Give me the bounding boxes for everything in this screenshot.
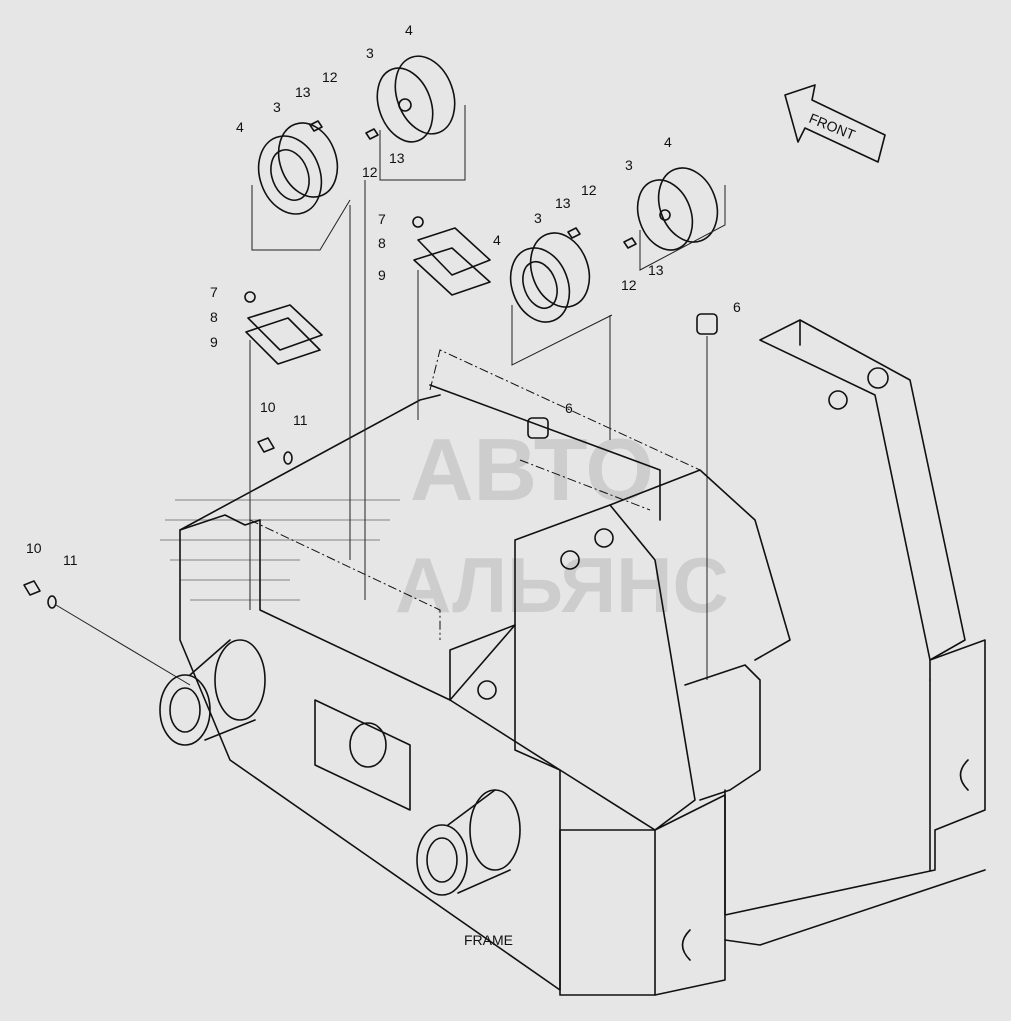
callout: 12 bbox=[362, 164, 378, 180]
callout: 13 bbox=[555, 195, 571, 211]
callout: 4 bbox=[493, 232, 501, 248]
flange-group-left bbox=[251, 120, 351, 251]
callout: 4 bbox=[405, 22, 413, 38]
flange-group-middle bbox=[509, 227, 613, 366]
figure-caption: FRAME bbox=[464, 932, 513, 948]
callout: 6 bbox=[733, 299, 741, 315]
callout: 4 bbox=[664, 134, 672, 150]
plug-upper bbox=[257, 437, 293, 465]
front-direction-arrow: FRONT bbox=[784, 84, 886, 163]
watermark-logo-stripes bbox=[160, 499, 400, 601]
callout-labels: 4 3 13 12 4 3 12 13 7 8 9 7 8 9 4 3 13 1… bbox=[26, 22, 741, 568]
callout: 12 bbox=[581, 182, 597, 198]
front-label: FRONT bbox=[807, 110, 858, 143]
main-frame bbox=[159, 180, 986, 996]
flange-group-right bbox=[623, 167, 726, 271]
callout: 9 bbox=[210, 334, 218, 350]
watermark-line1: АВТО bbox=[410, 420, 654, 519]
callout: 10 bbox=[26, 540, 42, 556]
callout: 3 bbox=[273, 99, 281, 115]
callout: 3 bbox=[534, 210, 542, 226]
callout: 4 bbox=[236, 119, 244, 135]
callout: 7 bbox=[378, 211, 386, 227]
callout: 8 bbox=[378, 235, 386, 251]
callout: 11 bbox=[293, 412, 308, 428]
callout: 10 bbox=[260, 399, 276, 415]
callout: 9 bbox=[378, 267, 386, 283]
breather-cap-right bbox=[696, 313, 718, 680]
callout: 11 bbox=[63, 552, 78, 568]
callout: 12 bbox=[322, 69, 338, 85]
cover-plate-group-left bbox=[244, 291, 323, 365]
callout: 13 bbox=[295, 84, 311, 100]
callout: 7 bbox=[210, 284, 218, 300]
callout: 3 bbox=[366, 45, 374, 61]
cover-plate-group-right bbox=[412, 216, 491, 296]
flange-group-upper bbox=[365, 55, 466, 181]
plug-lower bbox=[23, 580, 191, 686]
callout: 13 bbox=[648, 262, 664, 278]
callout: 8 bbox=[210, 309, 218, 325]
callout: 3 bbox=[625, 157, 633, 173]
callout: 12 bbox=[621, 277, 637, 293]
watermark-line2: АЛЬЯНС bbox=[395, 541, 729, 629]
callout: 6 bbox=[565, 400, 573, 416]
callout: 13 bbox=[389, 150, 405, 166]
